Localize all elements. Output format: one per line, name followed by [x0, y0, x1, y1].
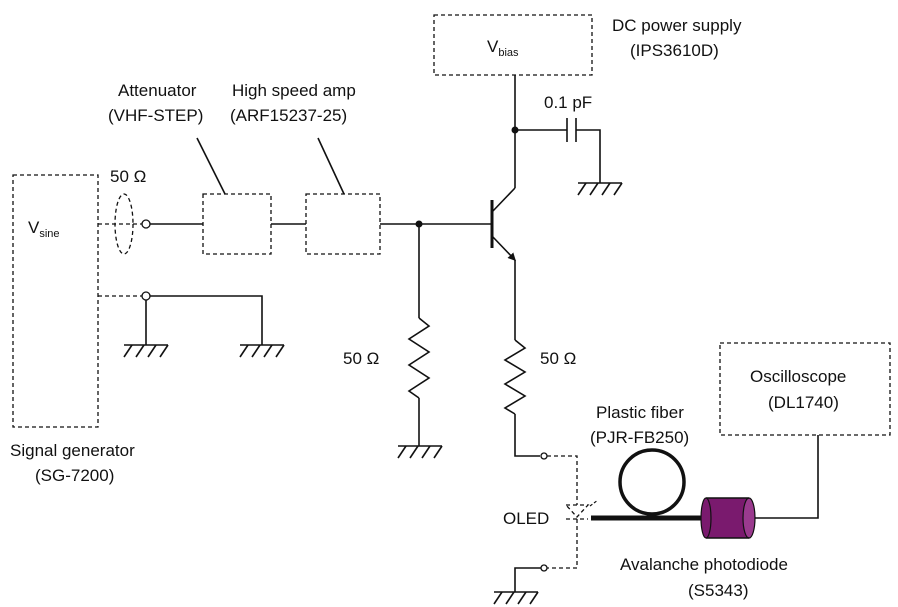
vsine-label: Vsine — [28, 218, 60, 240]
transistor — [490, 187, 516, 261]
ground-symbol-siggen-right — [239, 344, 285, 358]
apd-to-scope-wire — [755, 435, 819, 519]
dc-supply-name: DC power supply — [612, 16, 742, 35]
oled-ground-wire — [514, 567, 541, 592]
attenuator-leader — [196, 137, 226, 195]
oled-anode-wire — [514, 414, 540, 457]
oled-terminal-top — [540, 452, 548, 460]
input-impedance-label: 50 Ω — [110, 167, 146, 186]
siggen-model: (SG-7200) — [35, 466, 114, 485]
fiber-coil — [618, 448, 686, 516]
signal-generator-box — [12, 174, 99, 428]
ground-wire-right — [150, 295, 263, 345]
oled-lead-top — [547, 455, 578, 505]
dc-power-supply-box — [433, 14, 593, 76]
oscilloscope-model: (DL1740) — [768, 393, 839, 412]
attenuator-model: (VHF-STEP) — [108, 106, 203, 125]
oscilloscope-name: Oscilloscope — [750, 367, 846, 386]
ground-symbol-base — [397, 445, 443, 459]
apd-model: (S5343) — [688, 581, 748, 600]
coax-shield — [114, 193, 134, 255]
fiber-model: (PJR-FB250) — [590, 428, 689, 447]
oled-label: OLED — [503, 509, 549, 528]
amplifier-leader — [317, 137, 345, 195]
vbias-label: Vbias — [487, 37, 519, 59]
output-terminal — [141, 219, 151, 229]
base-resistor-value: 50 Ω — [343, 349, 379, 368]
ground-terminal — [141, 291, 151, 301]
emitter-resistor — [503, 339, 527, 415]
dc-supply-model: (IPS3610D) — [630, 41, 719, 60]
attenuator-box — [202, 193, 272, 255]
ground-symbol-cap — [577, 182, 623, 196]
fiber-name: Plastic fiber — [596, 403, 684, 422]
cap-ground-wire — [576, 129, 601, 183]
avalanche-photodiode — [700, 497, 756, 539]
apd-name: Avalanche photodiode — [620, 555, 788, 574]
amplifier-model: (ARF15237-25) — [230, 106, 347, 125]
capacitor-value: 0.1 pF — [544, 93, 592, 112]
ground-symbol-oled — [493, 591, 539, 605]
oled-lead-bottom — [547, 519, 578, 569]
siggen-name: Signal generator — [10, 441, 135, 460]
emitter-resistor-value: 50 Ω — [540, 349, 576, 368]
amplifier-name: High speed amp — [232, 81, 356, 100]
oscilloscope-box — [719, 342, 891, 436]
base-resistor — [407, 317, 431, 399]
oled-terminal-bottom — [540, 564, 548, 572]
ground-symbol-siggen-left — [123, 344, 169, 358]
amplifier-box — [305, 193, 381, 255]
attenuator-name: Attenuator — [118, 81, 197, 100]
